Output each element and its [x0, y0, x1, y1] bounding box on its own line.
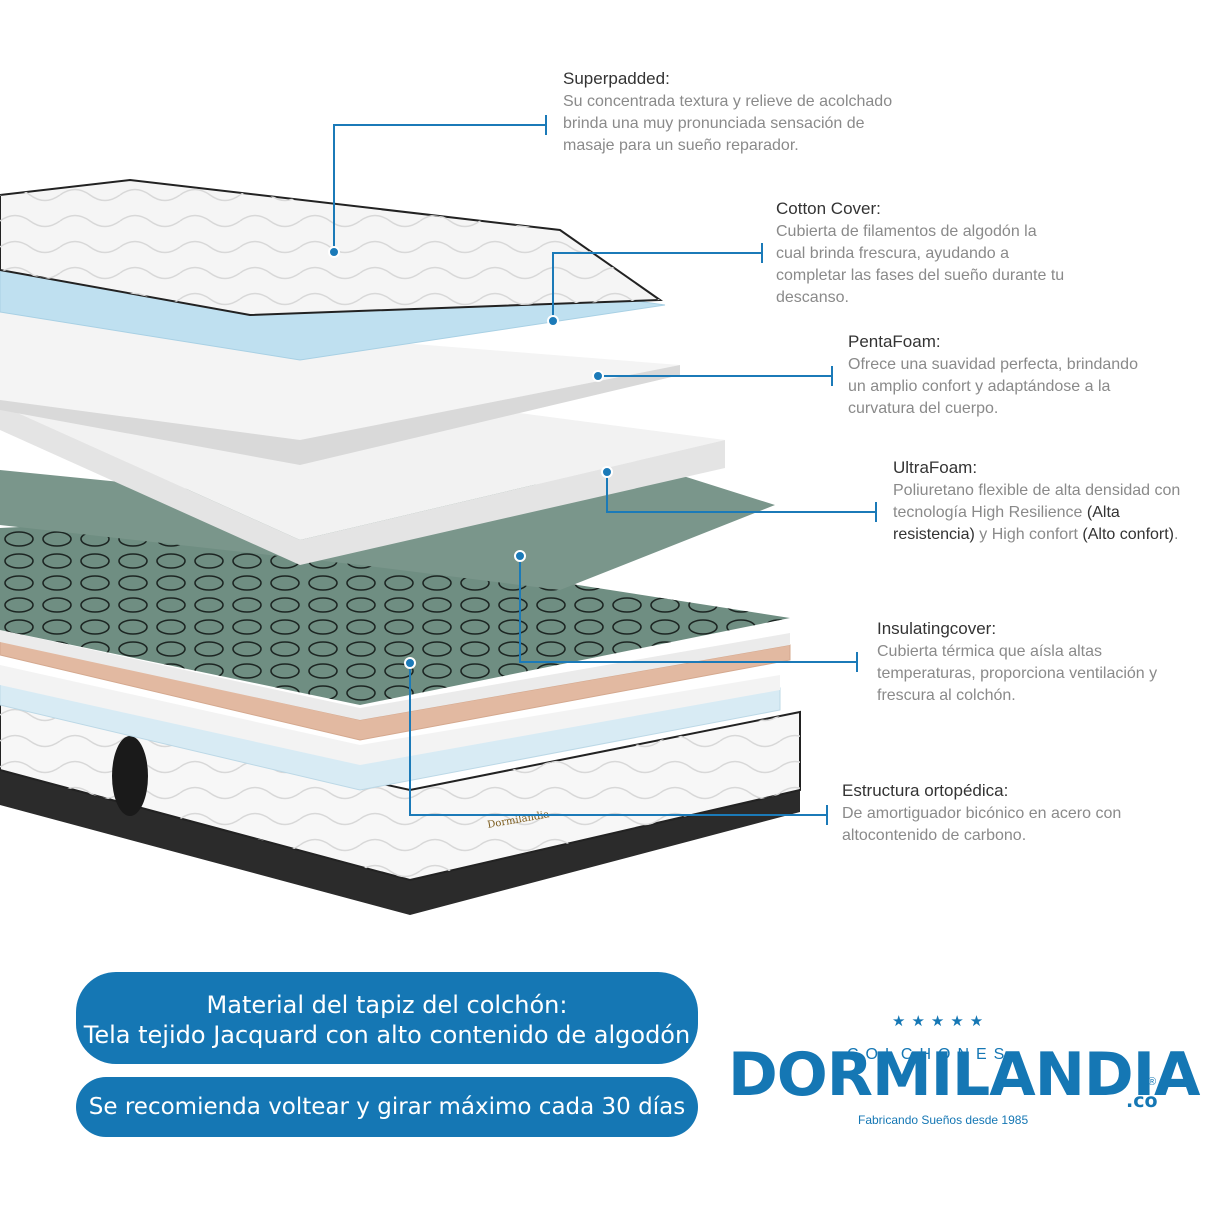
- callout-lines: [333, 115, 877, 825]
- callout-title: UltraFoam:: [893, 458, 978, 477]
- callout-description: Ofrece una suavidad perfecta, brindando …: [848, 356, 1138, 417]
- callout-cotton-cover: Cotton Cover: Cubierta de filamentos de …: [776, 198, 1066, 309]
- callout-dot-icon: [601, 466, 613, 478]
- material-banner: Material del tapiz del colchón: Tela tej…: [76, 972, 698, 1064]
- callout-insulatingcover: Insulatingcover: Cubierta térmica que aí…: [877, 618, 1197, 707]
- brand-colchones: COLCHONES: [847, 1046, 1012, 1063]
- callout-title: Superpadded:: [563, 69, 670, 88]
- callout-description: De amortiguador bicónico en acero con al…: [842, 805, 1122, 844]
- spring-layer: [0, 520, 790, 705]
- brand-wordmark: DORMILANDIA: [728, 1040, 1200, 1110]
- registered-mark: ®: [1148, 1076, 1157, 1088]
- callout-description: Cubierta térmica que aísla altas tempera…: [877, 643, 1158, 704]
- callout-ultrafoam: UltraFoam: Poliuretano flexible de alta …: [893, 457, 1193, 546]
- callout-title: Cotton Cover:: [776, 199, 881, 218]
- recommendation-banner: Se recomienda voltear y girar máximo cad…: [76, 1077, 698, 1137]
- callout-pentafoam: PentaFoam: Ofrece una suavidad perfecta,…: [848, 331, 1148, 420]
- callout-title: Insulatingcover:: [877, 619, 997, 638]
- callout-dot-icon: [547, 315, 559, 327]
- callout-title: PentaFoam:: [848, 332, 941, 351]
- callout-superpadded: Superpadded: Su concentrada textura y re…: [563, 68, 893, 157]
- recommendation-text: Se recomienda voltear y girar máximo cad…: [88, 1094, 686, 1120]
- white-base-foam-layer: [0, 665, 780, 765]
- material-banner-line1: Material del tapiz del colchón:: [206, 991, 568, 1019]
- callout-title: Estructura ortopédica:: [842, 781, 1009, 800]
- brand-tagline: Fabricando Sueños desde 1985: [858, 1113, 1029, 1127]
- callout-description: Su concentrada textura y relieve de acol…: [563, 93, 893, 154]
- callout-description: Poliuretano flexible de alta densidad co…: [893, 482, 1181, 543]
- callout-dot-icon: [592, 370, 604, 382]
- material-banner-line2: Tela tejido Jacquard con alto contenido …: [83, 1021, 691, 1049]
- callout-description: Cubierta de filamentos de algodón la cua…: [776, 223, 1065, 306]
- star-icon: ★★★★★: [892, 1013, 990, 1030]
- callout-dot-icon: [404, 657, 416, 669]
- superpadded-layer: [0, 178, 664, 317]
- callout-dot-icon: [514, 550, 526, 562]
- callout-dot-icon: [328, 246, 340, 258]
- callout-estructura-ortopedica: Estructura ortopédica: De amortiguador b…: [842, 780, 1142, 847]
- brand-suffix: .co: [1126, 1090, 1158, 1112]
- insulating-cover-top: [0, 630, 790, 720]
